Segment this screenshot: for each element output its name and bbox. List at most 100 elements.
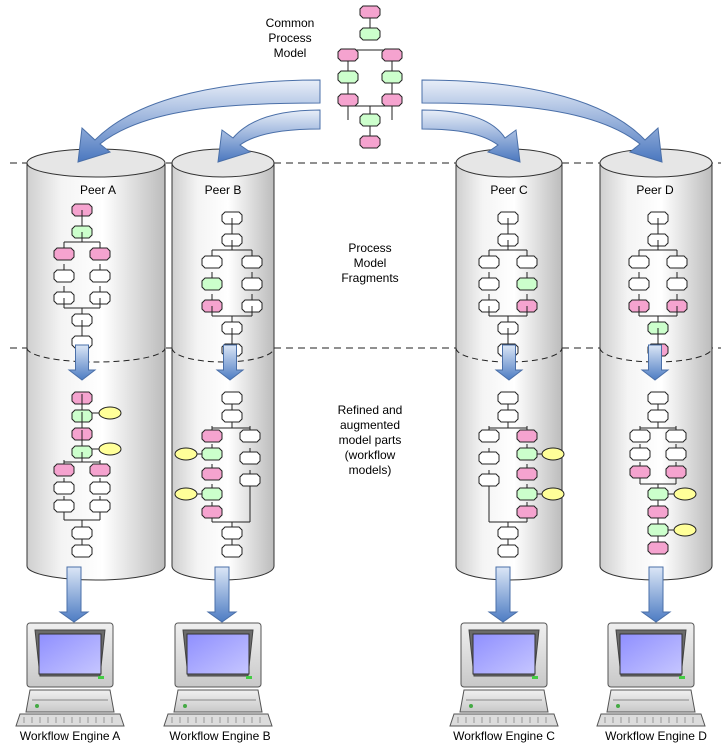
- engine-labels: Workflow Engine A Workflow Engine B Work…: [20, 729, 707, 743]
- annotation-oval: [541, 447, 565, 461]
- common-model-label: Common Process Model: [266, 16, 315, 60]
- keyboard: [15, 713, 125, 727]
- process-node: [497, 544, 519, 558]
- power-led: [98, 676, 104, 679]
- process-node: [478, 429, 500, 443]
- annotation-oval: [673, 523, 697, 537]
- process-node: [201, 255, 223, 269]
- annotation-oval: [98, 442, 122, 456]
- common-node-2: [359, 27, 381, 41]
- process-node: [516, 429, 538, 443]
- svg-text:Process: Process: [348, 241, 391, 255]
- svg-text:models): models): [349, 463, 392, 477]
- process-node: [665, 465, 687, 479]
- fragments-label: Process Model Fragments: [341, 241, 398, 285]
- svg-text:Common: Common: [266, 16, 315, 30]
- svg-text:(workflow: (workflow: [345, 448, 396, 462]
- process-node: [359, 135, 381, 149]
- annotation-oval: [673, 487, 697, 501]
- process-node: [647, 409, 669, 423]
- process-node: [381, 93, 403, 107]
- process-node: [647, 523, 669, 537]
- base-led: [469, 704, 473, 708]
- peer-d-label: Peer D: [636, 183, 674, 197]
- svg-text:model parts: model parts: [339, 433, 402, 447]
- process-node: [89, 481, 111, 495]
- svg-text:Refined and: Refined and: [338, 403, 403, 417]
- peer-labels: Peer A Peer B Peer C Peer D: [80, 183, 674, 197]
- keyboard: [163, 713, 273, 727]
- process-node: [478, 277, 500, 291]
- cylinder-divider: [455, 347, 563, 363]
- down-arrow: [640, 344, 670, 381]
- process-node: [497, 409, 519, 423]
- down-arrow: [215, 344, 245, 381]
- arrow-to-peer-c: [421, 109, 521, 163]
- process-graphs: [53, 203, 697, 623]
- workflow-peer-c: [478, 391, 565, 558]
- process-node: [665, 447, 687, 461]
- refine-arrow-peer-a: [67, 344, 97, 381]
- process-node: [516, 487, 538, 501]
- deploy-arrow-peer-b: [206, 566, 238, 623]
- computer-base: [25, 689, 115, 713]
- computer-peer-b: [163, 622, 273, 727]
- process-node: [516, 255, 538, 269]
- process-node: [665, 429, 687, 443]
- computer-peer-c: [449, 622, 559, 727]
- process-node: [629, 429, 651, 443]
- process-node: [201, 487, 223, 501]
- process-node: [478, 473, 500, 487]
- process-node: [221, 526, 243, 540]
- process-node: [71, 544, 93, 558]
- process-node: [647, 487, 669, 501]
- process-node: [241, 255, 263, 269]
- power-led: [246, 676, 252, 679]
- process-node: [628, 277, 650, 291]
- computer-base: [173, 689, 263, 713]
- process-node: [381, 70, 403, 84]
- svg-text:augmented: augmented: [340, 418, 400, 432]
- process-node: [71, 526, 93, 540]
- down-arrow: [58, 566, 90, 623]
- keyboard: [596, 713, 706, 727]
- power-led: [679, 676, 685, 679]
- fragment-peer-b: [201, 211, 263, 357]
- process-node: [647, 505, 669, 519]
- process-node: [628, 255, 650, 269]
- peer-a-label: Peer A: [80, 183, 116, 197]
- arrow-to-peer-a: [77, 79, 321, 163]
- cylinder-body: [26, 162, 166, 581]
- process-node: [53, 481, 75, 495]
- process-node: [516, 467, 538, 481]
- process-node: [337, 93, 359, 107]
- process-node: [241, 277, 263, 291]
- process-node: [53, 463, 75, 477]
- process-node: [239, 451, 261, 465]
- process-node: [53, 247, 75, 261]
- process-node: [53, 499, 75, 513]
- cylinder-peer-a: [26, 148, 166, 581]
- monitor-screen: [186, 633, 250, 675]
- process-node: [478, 451, 500, 465]
- base-led: [35, 704, 39, 708]
- cylinder-divider: [26, 347, 166, 363]
- arrow-to-peer-b: [217, 109, 321, 163]
- power-led: [532, 676, 538, 679]
- computer-base: [459, 689, 549, 713]
- process-node: [221, 544, 243, 558]
- engine-c-label: Workflow Engine C: [453, 729, 555, 743]
- process-node: [516, 447, 538, 461]
- engine-b-label: Workflow Engine B: [169, 729, 270, 743]
- arrow-to-peer-d: [421, 79, 663, 163]
- process-node: [381, 48, 403, 62]
- annotation-oval: [98, 406, 122, 420]
- cylinder-divider: [599, 347, 713, 363]
- deploy-arrow-peer-a: [58, 566, 90, 623]
- deploy-arrow-peer-d: [640, 566, 672, 623]
- monitor-screen: [38, 633, 102, 675]
- base-led: [183, 704, 187, 708]
- process-node: [497, 526, 519, 540]
- process-node: [337, 48, 359, 62]
- process-node: [666, 255, 688, 269]
